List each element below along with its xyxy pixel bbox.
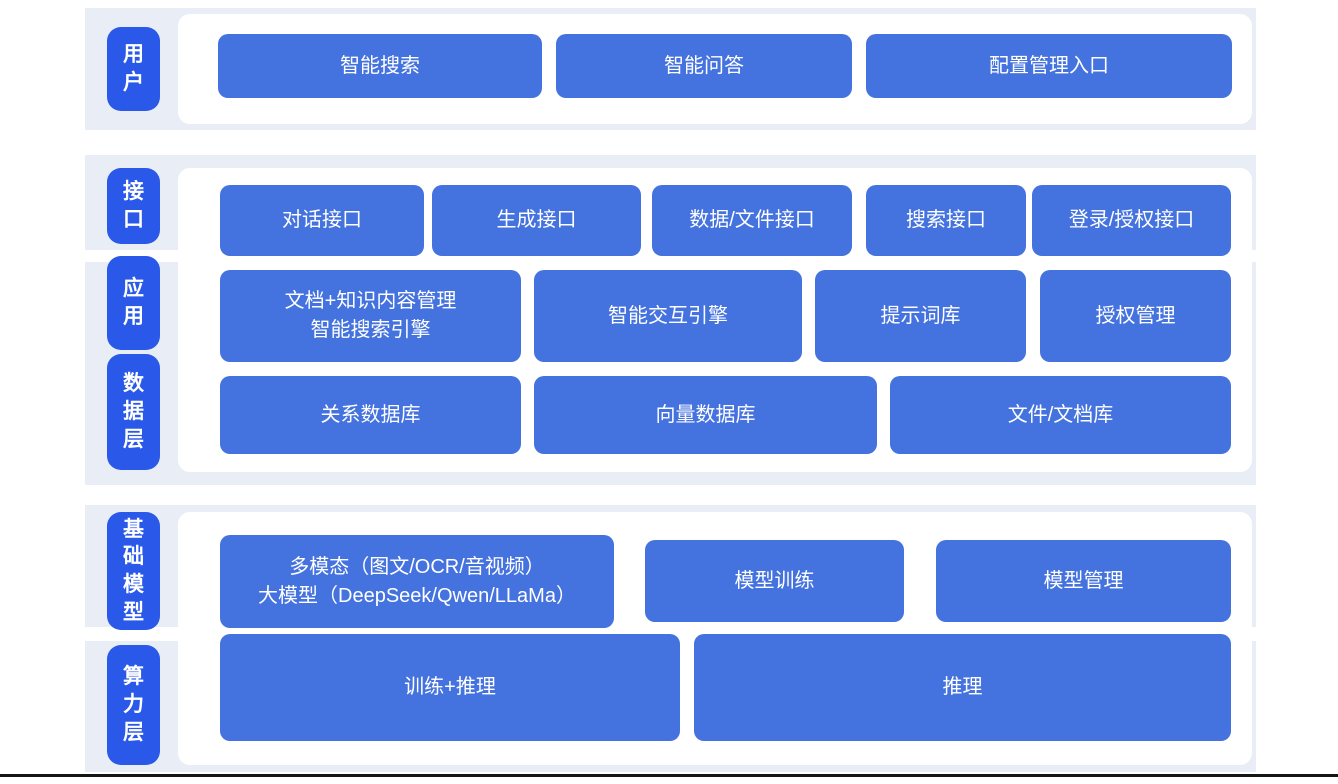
- base-model-layer-label-text: 基础模型: [123, 517, 144, 624]
- block-smart-qa: 智能问答: [556, 34, 852, 98]
- block-model-training: 模型训练: [645, 540, 904, 622]
- interface-layer-label-text: 接口: [123, 180, 144, 231]
- block-prompt-library: 提示词库: [815, 270, 1026, 362]
- block-search-interface: 搜索接口: [866, 185, 1026, 256]
- compute-layer-label: 算力层: [107, 645, 160, 765]
- block-file-doc-store: 文件/文档库: [890, 376, 1231, 454]
- block-dialog-interface: 对话接口: [220, 185, 424, 256]
- block-auth-management: 授权管理: [1040, 270, 1231, 362]
- data-layer-label: 数据层: [107, 354, 160, 470]
- block-doc-knowledge-management: 文档+知识内容管理 智能搜索引擎: [220, 270, 521, 362]
- block-vector-db: 向量数据库: [534, 376, 877, 454]
- block-generate-interface: 生成接口: [432, 185, 641, 256]
- block-multimodal-llm: 多模态（图文/OCR/音视频） 大模型（DeepSeek/Qwen/LLaMa）: [220, 535, 614, 628]
- block-relational-db: 关系数据库: [220, 376, 521, 454]
- user-layer-label: 用户: [107, 27, 160, 111]
- block-smart-search: 智能搜索: [218, 34, 542, 98]
- data-layer-label-text: 数据层: [123, 372, 144, 451]
- application-layer-label-text: 应用: [123, 277, 144, 328]
- interface-layer-label: 接口: [107, 168, 160, 244]
- compute-layer-label-text: 算力层: [123, 665, 144, 744]
- block-inference: 推理: [694, 634, 1231, 741]
- block-config-entry: 配置管理入口: [866, 34, 1232, 98]
- block-data-file-interface: 数据/文件接口: [652, 185, 852, 256]
- base-model-layer-label: 基础模型: [107, 512, 160, 630]
- block-login-auth-interface: 登录/授权接口: [1032, 185, 1231, 256]
- block-train-inference: 训练+推理: [220, 634, 680, 741]
- application-layer-label: 应用: [107, 256, 160, 350]
- user-layer-label-text: 用户: [123, 43, 144, 94]
- block-model-management: 模型管理: [936, 540, 1231, 622]
- block-interaction-engine: 智能交互引擎: [534, 270, 802, 362]
- bottom-border-line: [0, 774, 1338, 777]
